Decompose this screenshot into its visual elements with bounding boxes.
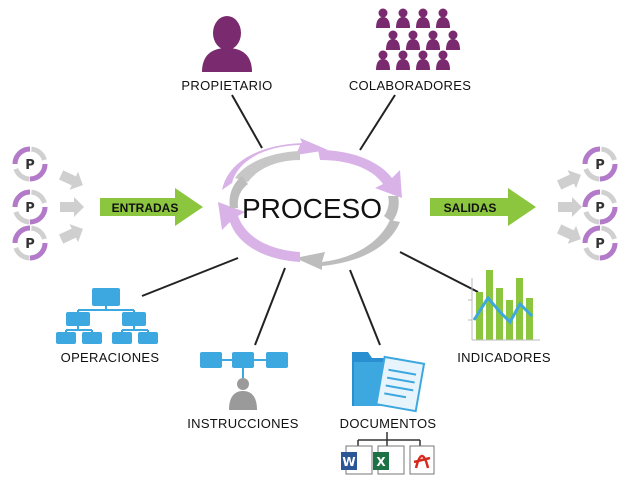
line-indicadores <box>399 251 479 293</box>
person-icon <box>416 8 430 28</box>
process-p-letter: P <box>25 201 35 216</box>
process-p-icon: P <box>12 225 48 261</box>
line-operaciones <box>141 257 239 297</box>
flow-icon <box>200 352 288 410</box>
operaciones-label: OPERACIONES <box>60 350 160 365</box>
cycle-segment-2 <box>229 176 248 208</box>
word-icon: W <box>341 445 373 475</box>
org-chart-icon <box>56 288 158 344</box>
salidas-arrow <box>430 188 536 226</box>
line-colaboradores <box>359 94 396 151</box>
person-icon <box>436 50 450 70</box>
process-p-icon: P <box>582 146 618 182</box>
bar-chart-icon <box>468 270 540 341</box>
excel-icon: X <box>373 445 405 475</box>
process-p-icon: P <box>582 189 618 225</box>
input-small-arrows <box>59 170 84 244</box>
line-propietario <box>231 94 263 149</box>
person-icon <box>376 8 390 28</box>
center-label: PROCESO <box>242 193 382 224</box>
salidas-label: SALIDAS <box>444 201 497 215</box>
process-cycle-icon <box>218 138 402 270</box>
process-p-letter: P <box>595 237 605 252</box>
colaboradores-label: COLABORADORES <box>348 78 472 93</box>
person-icon <box>202 16 252 72</box>
process-p-letter: P <box>595 201 605 216</box>
person-icon <box>426 30 440 50</box>
folder-document-icon <box>352 352 426 413</box>
entradas-label: ENTRADAS <box>112 201 179 215</box>
cycle-segment-3 <box>384 196 399 222</box>
line-documentos <box>349 269 381 346</box>
indicadores-label: INDICADORES <box>457 350 551 365</box>
documentos-label: DOCUMENTOS <box>339 416 437 431</box>
cycle-arrow-bottom-left <box>218 202 300 262</box>
file-type-connector <box>357 432 421 446</box>
svg-text:X: X <box>376 455 386 469</box>
process-p-icons: P P P P P P <box>12 146 618 261</box>
output-small-arrows <box>557 170 582 244</box>
process-p-letter: P <box>25 158 35 173</box>
cycle-arrow-top-left <box>222 138 328 190</box>
propietario-label: PROPIETARIO <box>181 78 273 93</box>
connector-lines <box>141 94 479 346</box>
cycle-arrow-top-right <box>318 150 402 198</box>
process-p-icon: P <box>12 189 48 225</box>
group-icon <box>376 8 460 70</box>
pdf-icon <box>409 445 435 475</box>
person-icon <box>406 30 420 50</box>
person-icon <box>376 50 390 70</box>
cycle-arrow-bottom-right <box>295 220 400 270</box>
process-p-icon: P <box>12 146 48 182</box>
process-p-icon: P <box>582 225 618 261</box>
line-instrucciones <box>254 267 286 346</box>
person-icon <box>396 50 410 70</box>
person-icon <box>416 50 430 70</box>
process-p-letter: P <box>595 158 605 173</box>
svg-text:W: W <box>342 455 355 469</box>
person-icon <box>396 8 410 28</box>
person-icon <box>386 30 400 50</box>
person-icon <box>436 8 450 28</box>
entradas-arrow <box>100 188 203 226</box>
person-icon <box>446 30 460 50</box>
cycle-segment-1 <box>235 151 300 182</box>
instrucciones-label: INSTRUCCIONES <box>187 416 299 431</box>
process-p-letter: P <box>25 237 35 252</box>
